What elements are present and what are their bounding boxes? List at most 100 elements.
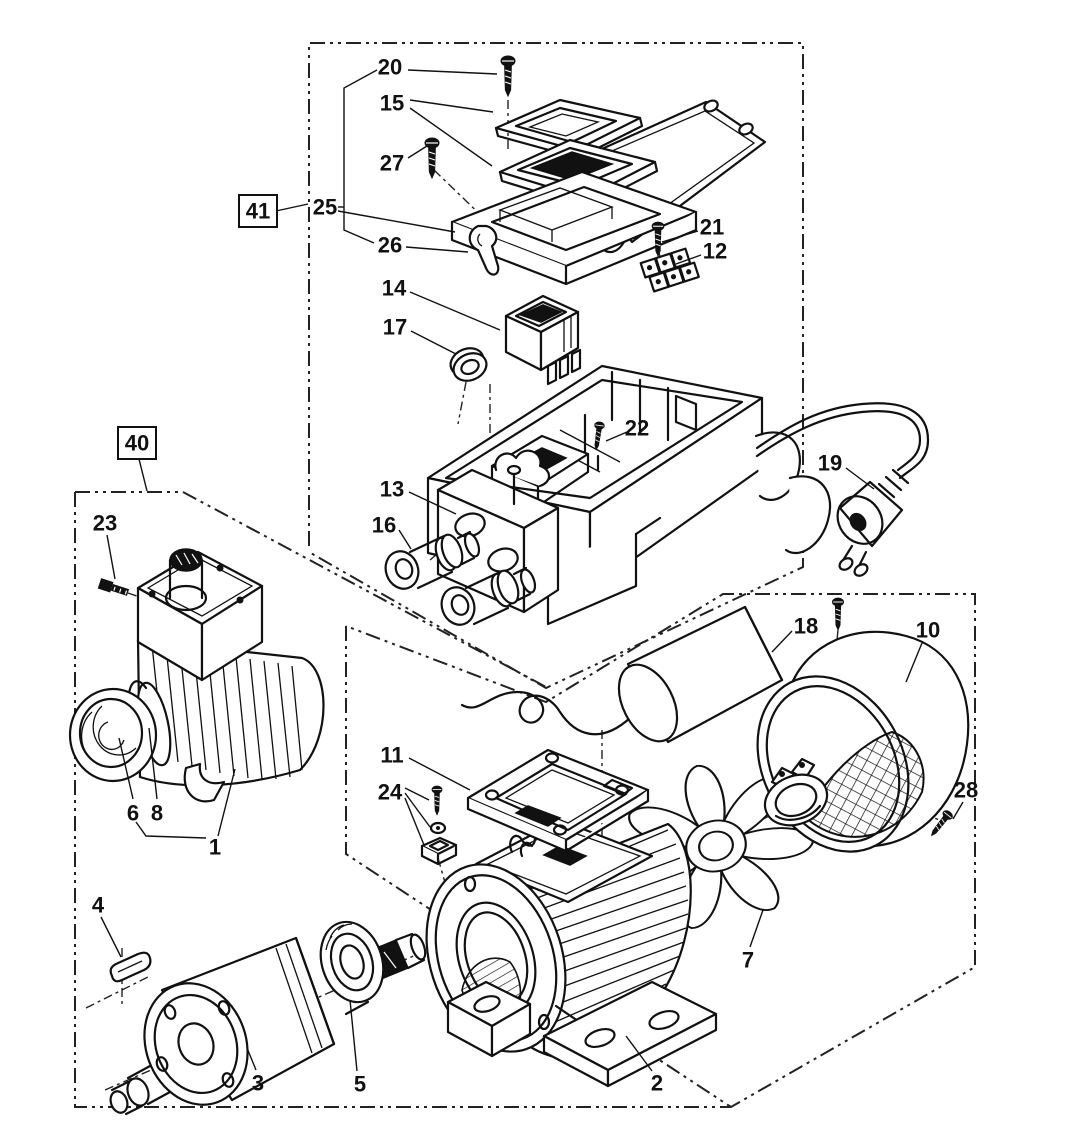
callout-3[interactable]: 3 [252,1071,264,1096]
callout-5[interactable]: 5 [354,1072,366,1097]
callout-41[interactable]: 41 [238,194,278,228]
leader-7-0 [749,909,764,948]
fastener-set-24 [420,785,458,866]
leader-24-1 [404,792,431,828]
parts-artwork [68,55,970,1116]
callout-label-25: 25 [313,195,337,220]
callout-12[interactable]: 12 [703,239,727,264]
callout-4[interactable]: 4 [92,893,105,918]
cover-plates-15 [494,98,659,209]
callout-40[interactable]: 40 [117,426,157,460]
callout-label-3: 3 [252,1071,264,1096]
callout-label-14: 14 [382,276,407,301]
callout-21[interactable]: 21 [700,215,724,240]
leader-15-1 [409,107,493,167]
label-bracket-0 [343,69,378,244]
leader-10-0 [905,642,923,683]
leader-24-2 [404,797,425,846]
label-bracket-2 [135,821,207,839]
callout-label-28: 28 [954,778,978,803]
callout-label-22: 22 [625,416,649,441]
callout-label-40: 40 [125,431,149,456]
leader-24-0 [404,787,430,801]
wing-clip-26 [468,224,500,276]
leader-8-0 [148,727,158,800]
callout-label-2: 2 [651,1071,663,1096]
callout-26[interactable]: 26 [378,233,402,258]
callout-label-20: 20 [378,55,402,80]
leader-1-0 [217,768,236,837]
callout-label-10: 10 [916,618,940,643]
leader-lines [100,69,964,1072]
axis-line-4 [457,381,467,425]
callout-box-40 [117,426,157,460]
callout-11[interactable]: 11 [380,743,403,768]
callout-15[interactable]: 15 [380,91,404,116]
callout-24[interactable]: 24 [378,780,403,805]
callout-25[interactable]: 25 [313,195,337,220]
callout-label-6: 6 [127,801,139,826]
callout-label-8: 8 [151,801,163,826]
callout-27[interactable]: 27 [380,151,404,176]
callout-13[interactable]: 13 [380,477,404,502]
callout-17[interactable]: 17 [383,315,407,340]
terminal-cover-frame-25 [450,170,698,286]
callout-23[interactable]: 23 [93,511,117,536]
shaft-key-4 [109,951,152,983]
capacitor-18 [460,605,784,744]
power-cord [755,402,930,480]
leader-23-0 [106,534,116,580]
callout-label-7: 7 [742,948,754,973]
rocker-switch-14 [504,294,582,386]
callout-label-4: 4 [92,893,105,918]
power-plug-19 [836,468,910,577]
motor-stator-2 [425,818,718,1088]
cover-plate-11 [466,748,650,853]
callout-label-19: 19 [818,451,842,476]
callout-label-17: 17 [383,315,407,340]
callout-14[interactable]: 14 [382,276,407,301]
leader-11-0 [408,757,471,791]
leader-2-0 [625,1035,653,1072]
callout-22[interactable]: 22 [625,416,649,441]
callout-8[interactable]: 8 [151,801,163,826]
leader-26-0 [405,246,469,253]
callout-label-1: 1 [209,835,221,860]
axis-line-10 [85,975,151,1009]
callout-2[interactable]: 2 [651,1071,663,1096]
callout-1[interactable]: 1 [209,835,221,860]
callout-19[interactable]: 19 [818,451,842,476]
callout-16[interactable]: 16 [372,513,396,538]
leader-14-0 [409,291,501,331]
leader-27-0 [407,145,428,159]
leader-19-0 [845,467,875,490]
callout-label-23: 23 [93,511,117,536]
fan-7 [618,760,815,932]
leader-5-0 [349,999,358,1072]
leader-4-0 [100,916,122,958]
leader-25-0 [337,210,456,233]
callout-10[interactable]: 10 [916,618,940,643]
callout-label-12: 12 [703,239,727,264]
axis-line-14 [437,857,451,901]
callout-7[interactable]: 7 [742,948,754,973]
callout-label-26: 26 [378,233,402,258]
callout-label-15: 15 [380,91,404,116]
shaft-clamp [763,757,829,827]
callout-28[interactable]: 28 [954,778,978,803]
leader-40-0 [138,458,148,492]
callout-6[interactable]: 6 [127,801,139,826]
pump-unit-1 [136,548,325,803]
leader-18-0 [771,630,793,653]
leader-6-0 [118,737,134,800]
boundary-2 [74,492,731,1108]
bearing-5 [319,920,385,1004]
callout-20[interactable]: 20 [378,55,402,80]
leader-20-0 [407,69,498,75]
callout-label-18: 18 [794,614,818,639]
callout-18[interactable]: 18 [794,614,818,639]
boundary-1 [75,491,547,688]
